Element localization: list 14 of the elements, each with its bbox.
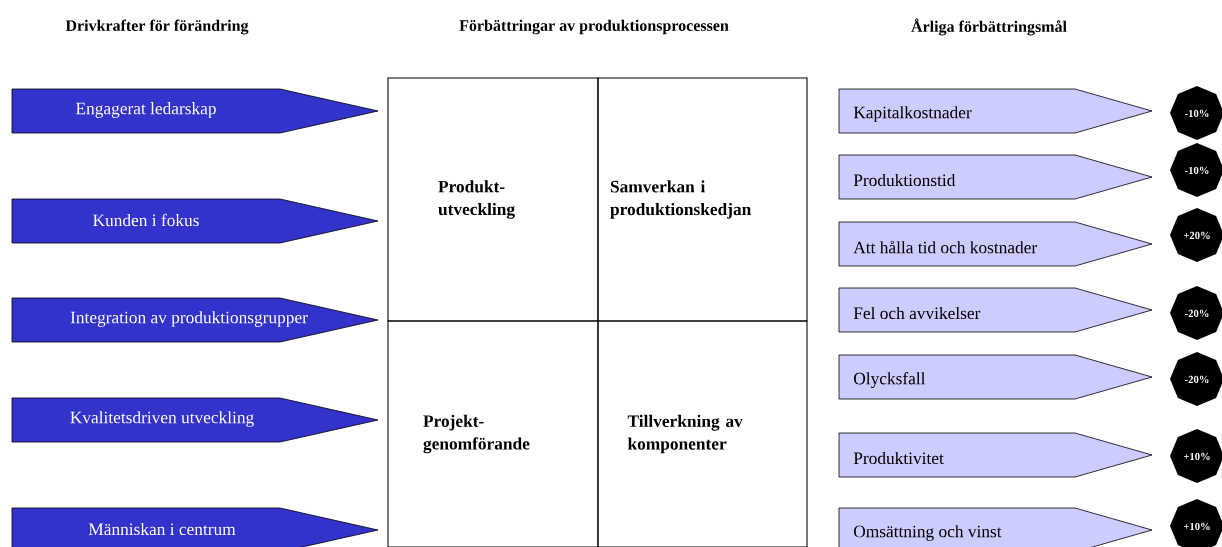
column-heading: Förbättringar av produktionsprocessen bbox=[459, 19, 729, 35]
grid-cell: Samverkan i produktionskedjan bbox=[597, 77, 808, 322]
grid-cell: Produkt- utveckling bbox=[387, 77, 599, 322]
octagon-badge: -20% bbox=[1170, 352, 1222, 406]
grid-cell: Tillverkning av komponenter bbox=[597, 320, 808, 547]
octagon-badge: +10% bbox=[1170, 499, 1222, 547]
column-heading: Årliga förbättringsmål bbox=[911, 18, 1067, 36]
octagon-badge: -10% bbox=[1170, 86, 1222, 140]
octagon-badge: +20% bbox=[1170, 208, 1222, 262]
octagon-badge: -20% bbox=[1170, 286, 1222, 340]
octagon-badge: -10% bbox=[1170, 143, 1222, 197]
column-heading: Drivkrafter för förändring bbox=[65, 19, 249, 35]
grid-cell: Projekt- genomförande bbox=[387, 320, 599, 547]
octagon-badge: +10% bbox=[1170, 429, 1222, 483]
